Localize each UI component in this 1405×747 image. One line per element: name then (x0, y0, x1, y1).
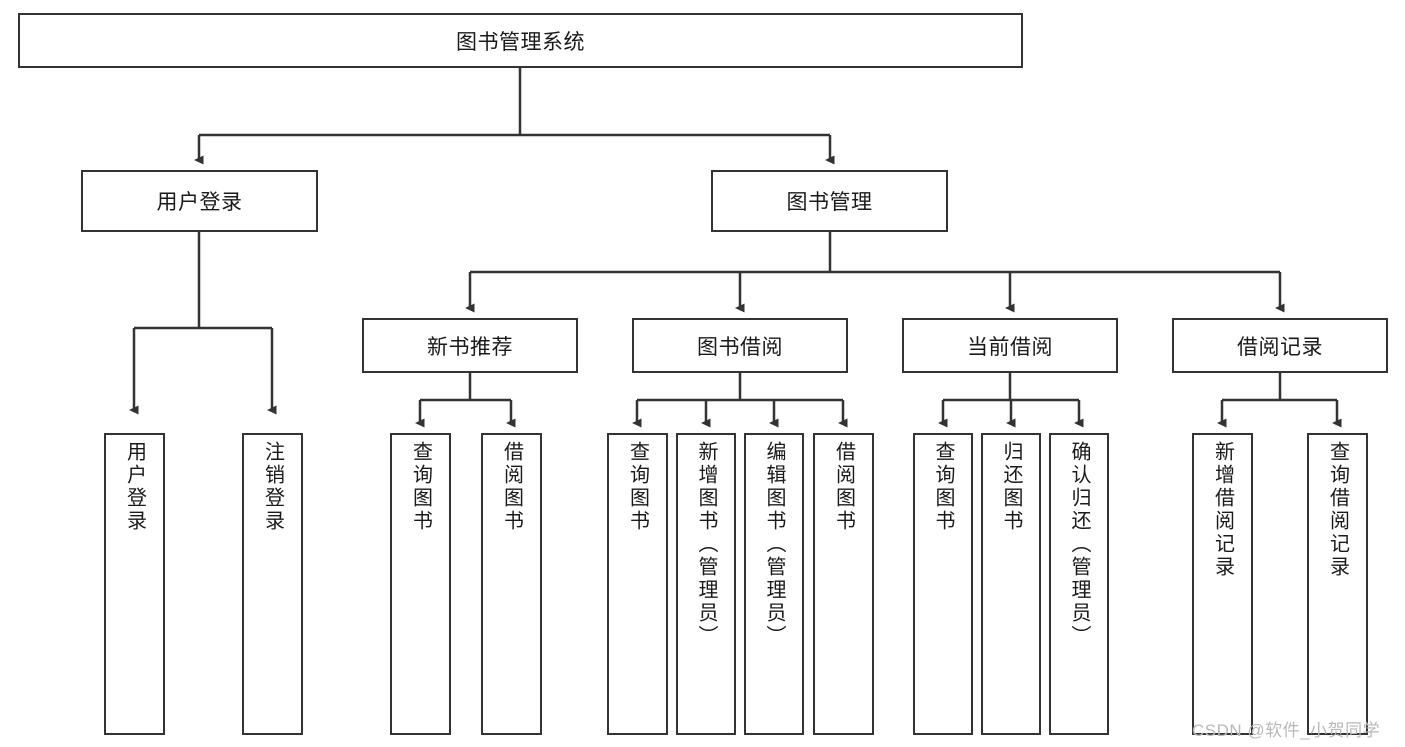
node-label: 图书借阅 (697, 335, 783, 359)
leaf-borrow-add-book[interactable]: 新增图书（管理员） (676, 433, 736, 735)
leaf-borrow-query-book[interactable]: 查询图书 (607, 433, 668, 735)
node-label: 新书推荐 (427, 335, 513, 359)
leaf-record-add-record[interactable]: 新增借阅记录 (1192, 433, 1253, 735)
node-label: 当前借阅 (967, 335, 1053, 359)
node-label: 借阅图书 (500, 441, 523, 533)
node-label: 图书管理 (786, 191, 873, 214)
leaf-user-login-login[interactable]: 用户登录 (104, 433, 165, 735)
node-book-management[interactable]: 图书管理 (711, 170, 948, 232)
leaf-borrow-edit-book[interactable]: 编辑图书（管理员） (744, 433, 804, 735)
node-label: 新增借阅记录 (1211, 441, 1234, 579)
node-label: 编辑图书（管理员） (763, 441, 785, 648)
leaf-recommend-query-book[interactable]: 查询图书 (390, 433, 451, 735)
node-label: 注销登录 (261, 441, 284, 533)
leaf-current-query-book[interactable]: 查询图书 (913, 433, 973, 735)
node-label: 查询图书 (932, 441, 954, 533)
node-root-system[interactable]: 图书管理系统 (18, 13, 1023, 68)
node-label: 用户登录 (123, 441, 146, 533)
watermark-text: CSDN @软件_小贺同学 (1192, 721, 1381, 740)
node-current-borrow[interactable]: 当前借阅 (902, 318, 1118, 373)
node-new-book-recommend[interactable]: 新书推荐 (362, 318, 578, 373)
node-label: 查询借阅记录 (1326, 441, 1349, 579)
node-label: 确认归还（管理员） (1068, 441, 1090, 648)
node-label: 查询图书 (626, 441, 649, 533)
node-label: 用户登录 (156, 191, 243, 214)
node-label: 借阅记录 (1237, 335, 1323, 359)
node-user-login[interactable]: 用户登录 (81, 170, 318, 232)
csdn-watermark: CSDN @软件_小贺同学 (1192, 716, 1380, 741)
node-label: 新增图书（管理员） (695, 441, 717, 648)
node-label: 借阅图书 (832, 441, 855, 533)
node-label: 归还图书 (1000, 441, 1022, 533)
node-book-borrow[interactable]: 图书借阅 (632, 318, 848, 373)
leaf-borrow-borrow-book[interactable]: 借阅图书 (813, 433, 874, 735)
node-label: 查询图书 (409, 441, 432, 533)
leaf-current-return-book[interactable]: 归还图书 (981, 433, 1041, 735)
leaf-current-confirm-return[interactable]: 确认归还（管理员） (1049, 433, 1109, 735)
node-label: 图书管理系统 (456, 30, 585, 54)
leaf-record-query-record[interactable]: 查询借阅记录 (1307, 433, 1368, 735)
leaf-recommend-borrow-book[interactable]: 借阅图书 (481, 433, 542, 735)
leaf-user-login-logout[interactable]: 注销登录 (242, 433, 303, 735)
node-borrow-record[interactable]: 借阅记录 (1172, 318, 1388, 373)
